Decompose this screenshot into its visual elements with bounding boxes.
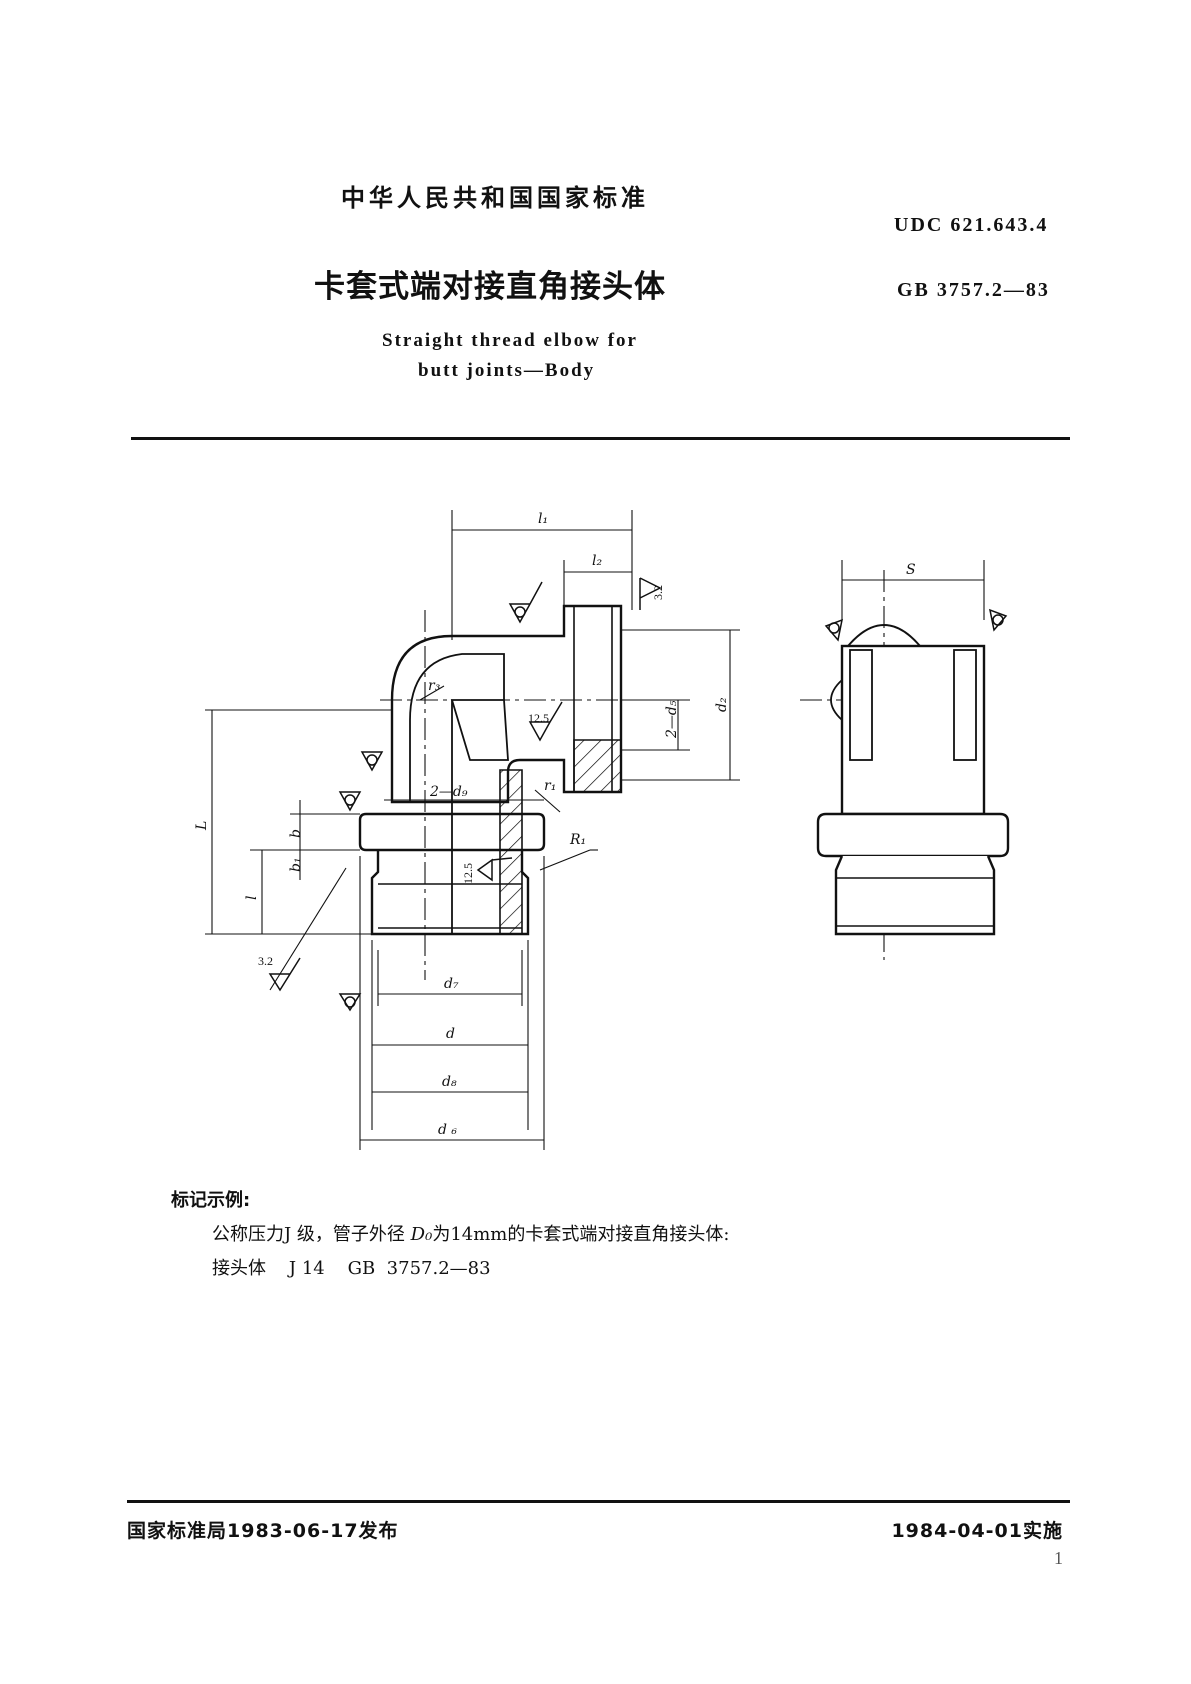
label-d5: 2—d₅ (664, 700, 680, 739)
example-line1-var: D₀ (410, 1224, 433, 1245)
roughness-3-2-top: 3.2 (651, 585, 665, 600)
elbow-side-view (816, 624, 1010, 936)
example-line2: 接头体 J 14 GB 3757.2—83 (212, 1258, 491, 1279)
roughness-3-2-left: 3.2 (258, 954, 273, 968)
label-R1: R₁ (569, 832, 586, 848)
example-line1-prefix: 公称压力J 级，管子外径 (212, 1224, 411, 1245)
label-b: b (288, 829, 304, 838)
roughness-symbols (268, 577, 1008, 1012)
label-b1: b₁ (288, 857, 304, 872)
label-d9: 2—d₉ (429, 784, 468, 800)
example-line1: 公称压力J 级，管子外径 D₀为14mm的卡套式端对接直角接头体: (212, 1220, 729, 1246)
label-l1: l₁ (538, 511, 548, 527)
roughness-12-5-lower: 12.5 (461, 863, 475, 884)
label-l: l (244, 896, 260, 900)
section-hatch (450, 699, 622, 935)
example-line1-suffix: 为14mm的卡套式端对接直角接头体: (432, 1224, 730, 1245)
label-d6: d ₆ (438, 1122, 457, 1138)
roughness-values: 3.2 3.2 12.5 12.5 (258, 585, 665, 968)
label-S: S (906, 562, 916, 578)
header-rule (131, 437, 1070, 440)
technical-drawing: l₁ l₂ r₃ r₁ R₁ d₂ 2—d₅ 2—d₉ d₇ d d₈ d ₆ … (194, 510, 1010, 1150)
label-d2: d₂ (714, 697, 730, 712)
roughness-12-5-upper: 12.5 (528, 711, 549, 725)
drawing-labels: l₁ l₂ r₃ r₁ R₁ d₂ 2—d₅ 2—d₉ d₇ d d₈ d ₆ … (194, 511, 916, 1138)
udc-code: UDC 621.643.4 (894, 214, 1049, 236)
label-r1: r₁ (544, 778, 556, 794)
label-d8: d₈ (442, 1074, 457, 1090)
example-heading: 标记示例: (171, 1190, 251, 1211)
issue-date: 国家标准局1983-06-17发布 (127, 1520, 399, 1542)
footer-rule (127, 1500, 1070, 1503)
title-en-line2: butt joints—Body (418, 360, 596, 381)
elbow-front-view (358, 604, 623, 936)
label-d7: d₇ (444, 976, 459, 992)
document-title-cn: 卡套式端对接直角接头体 (314, 269, 666, 305)
document-title-en: Straight thread elbow for butt joints—Bo… (382, 326, 638, 386)
national-standard-heading: 中华人民共和国国家标准 (341, 184, 649, 212)
standard-code: GB 3757.2—83 (897, 279, 1050, 301)
page-number: 1 (1054, 1548, 1063, 1568)
implementation-date: 1984-04-01实施 (891, 1520, 1063, 1542)
label-r3: r₃ (428, 678, 441, 694)
label-L: L (194, 821, 210, 831)
label-l2: l₂ (592, 553, 602, 569)
dimension-lines (205, 510, 985, 1150)
label-d: d (446, 1026, 455, 1042)
title-en-line1: Straight thread elbow for (382, 330, 638, 351)
